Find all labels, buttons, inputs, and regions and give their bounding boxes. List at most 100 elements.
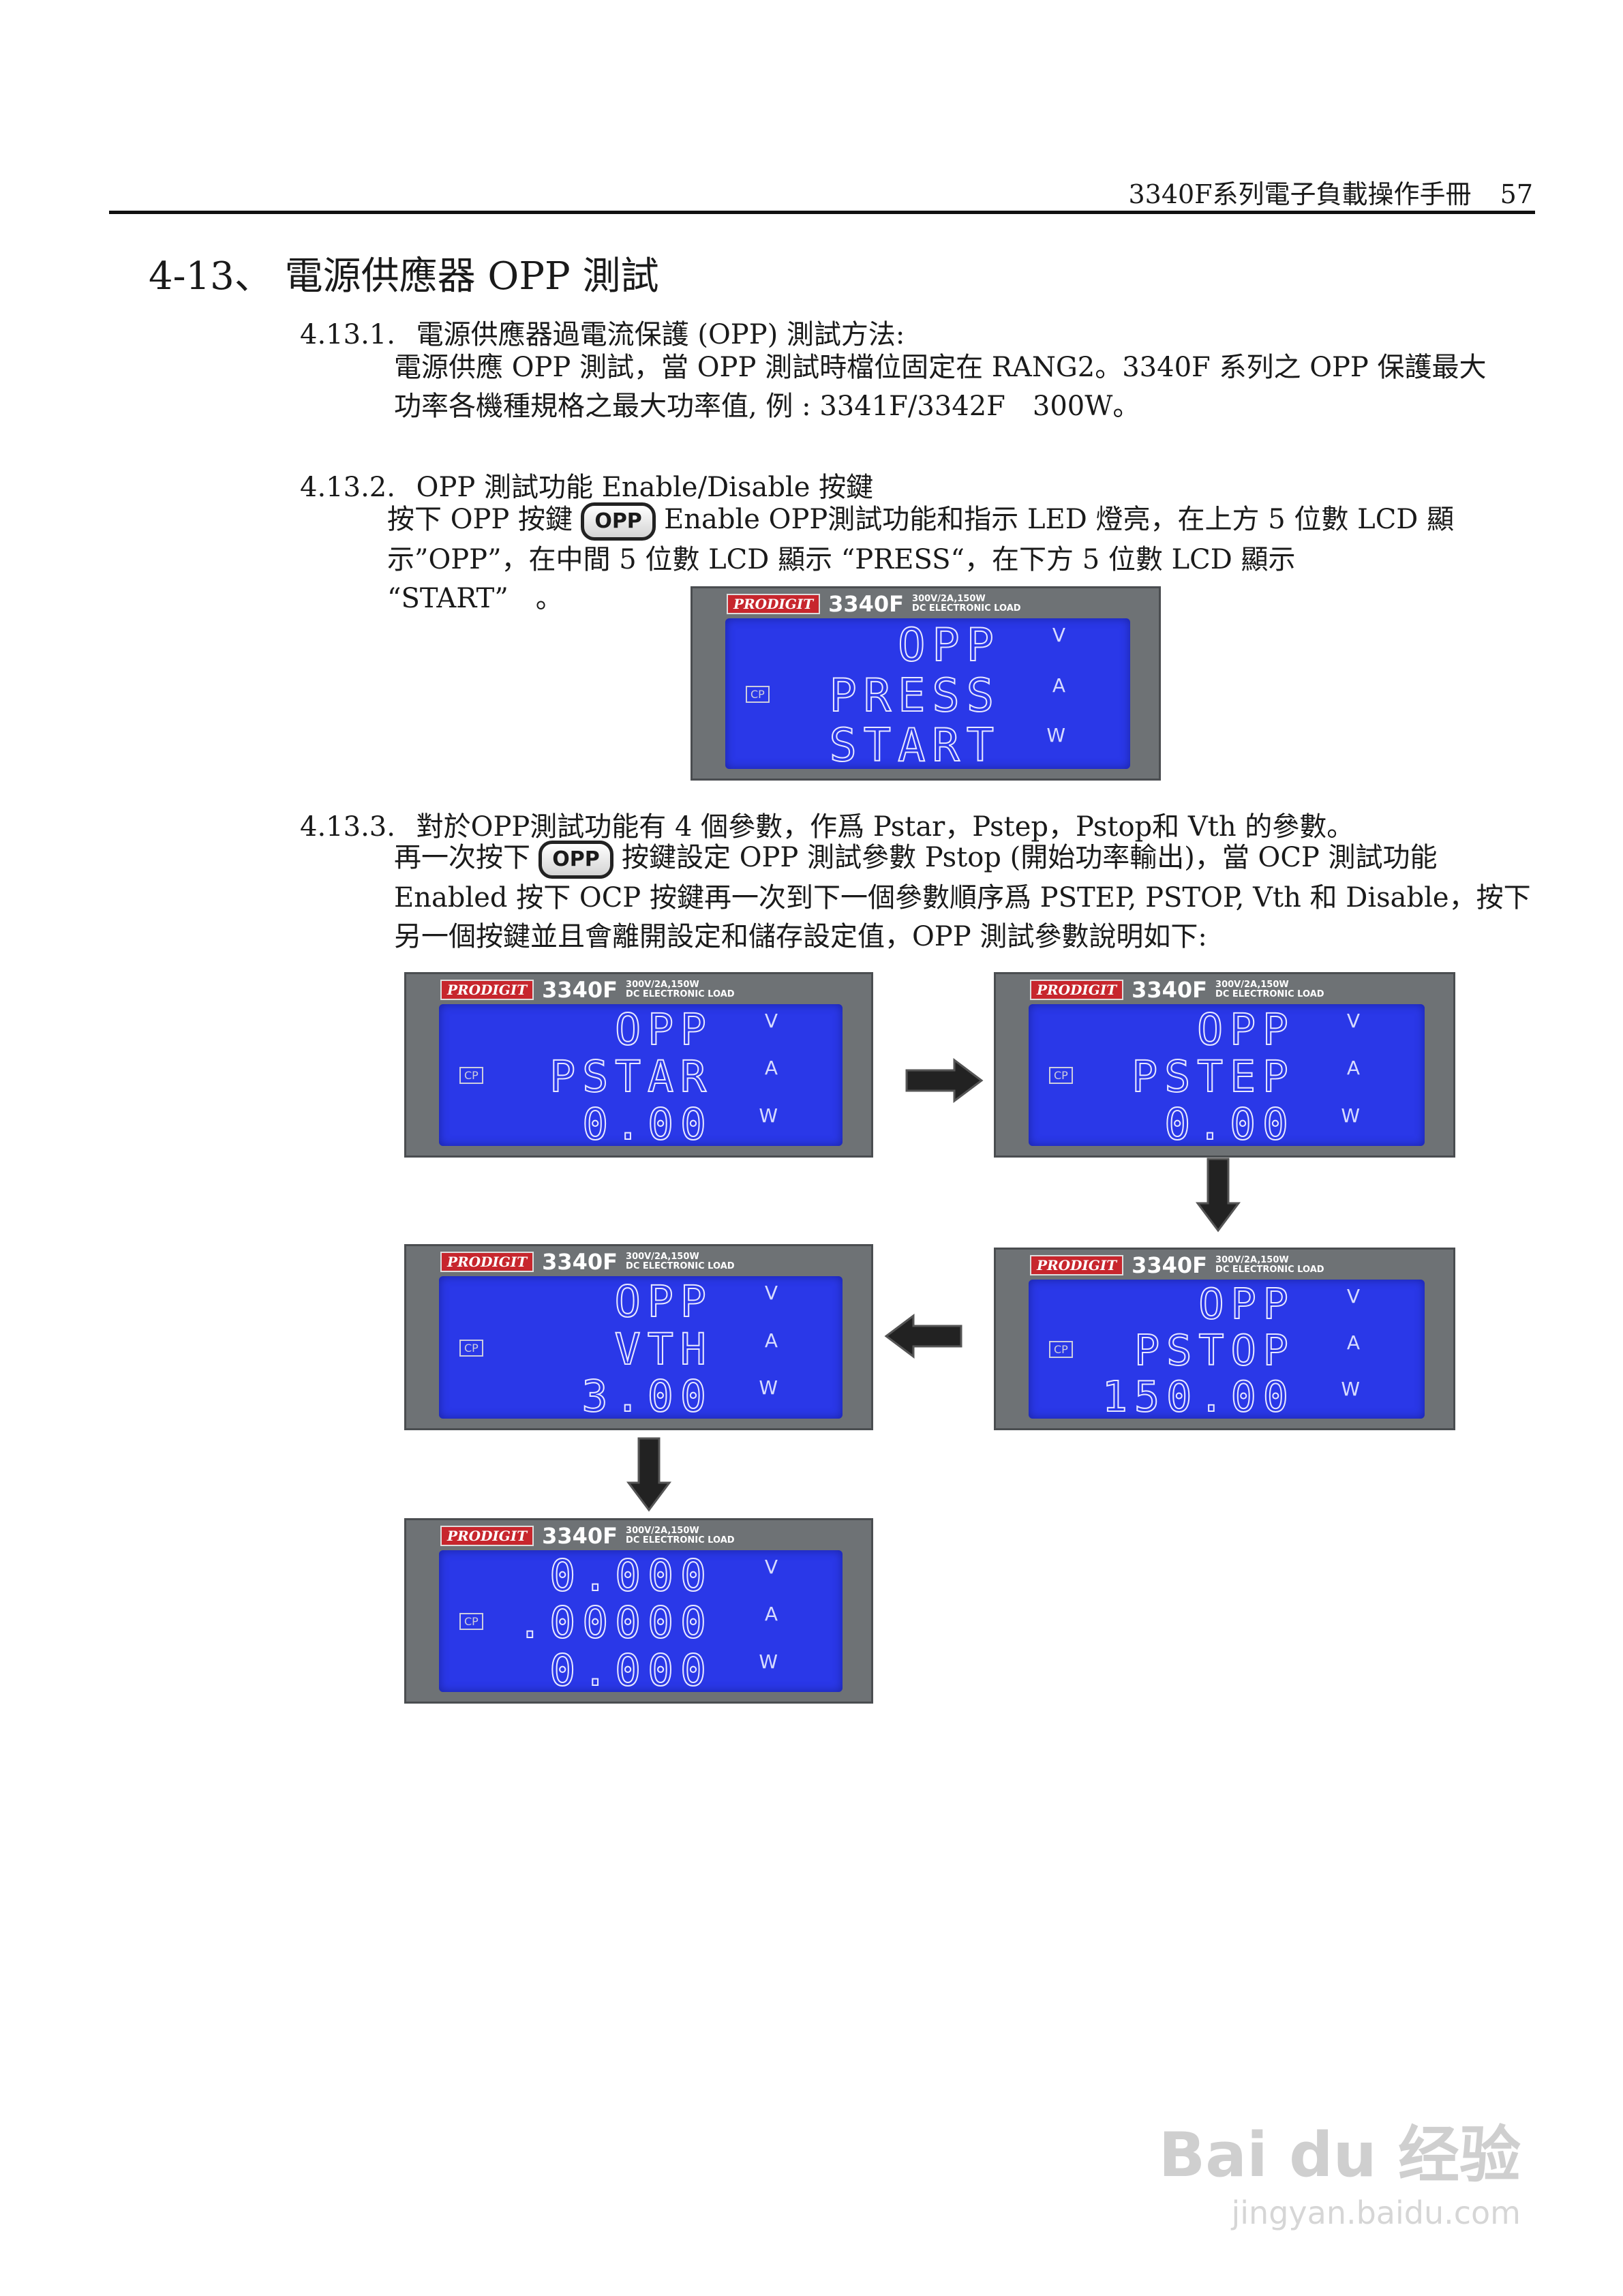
down-arrow-icon: [626, 1437, 671, 1512]
body-line: Enabled 按下 OCP 按鍵再一次到下一個參數順序爲 PSTEP, PST…: [394, 882, 1531, 913]
spec-line: DC ELECTRONIC LOAD: [912, 603, 1021, 614]
unit-v: V: [764, 1556, 778, 1578]
lcd-screen: CP OPP PSTEP 0.00 V A W: [1029, 1003, 1425, 1150]
body-line: “START” 。: [387, 583, 563, 614]
down-arrow-icon: [1196, 1158, 1241, 1233]
subsection-4-13-1-body: 電源供應 OPP 測試，當 OPP 測試時檔位固定在 RANG2。3340F 系…: [394, 348, 1534, 426]
lcd-line-middle: .00000: [516, 1597, 713, 1648]
lcd-line-middle: VTH: [614, 1323, 713, 1375]
lcd-screen: CP 0.000 .00000 0.000 V A W: [439, 1550, 843, 1696]
lcd-line-top: OPP: [1196, 1003, 1295, 1055]
spec-line: DC ELECTRONIC LOAD: [626, 1261, 735, 1271]
brand-logo: PRODIGIT: [440, 1526, 534, 1546]
spec-line: 300V/2A,150W: [626, 980, 699, 990]
model-label: 3340F: [828, 591, 905, 617]
spec-line: DC ELECTRONIC LOAD: [1215, 1265, 1324, 1275]
brand-logo: PRODIGIT: [440, 1252, 534, 1272]
cp-indicator: CP: [459, 1339, 483, 1357]
cp-indicator: CP: [1049, 1067, 1073, 1084]
unit-w: W: [1046, 724, 1065, 747]
unit-a: A: [764, 1057, 778, 1080]
cp-indicator: CP: [1049, 1341, 1073, 1358]
spec-line: 300V/2A,150W: [1215, 1255, 1289, 1265]
lcd-line-middle: PRESS: [828, 668, 1001, 723]
subsection-4-13-1-heading: 4.13.1. 電源供應器過電流保護 (OPP) 測試方法:: [300, 312, 905, 352]
running-title: 3340F系列電子負載操作手冊: [1128, 179, 1472, 209]
unit-v: V: [1346, 1285, 1360, 1308]
lcd-screen: CP OPP PSTOP 150.00 V A W: [1029, 1279, 1425, 1422]
spec-line: 300V/2A,150W: [1215, 980, 1289, 990]
watermark-logo: Bai du 经验: [1158, 2119, 1521, 2191]
model-label: 3340F: [1132, 977, 1208, 1003]
body-text: 再一次按下: [394, 842, 530, 873]
brand-logo: PRODIGIT: [1030, 1255, 1124, 1275]
sub-number: 4.13.3.: [300, 811, 395, 843]
lcd-screen: CP OPP PSTAR 0.00 V A W: [439, 1003, 843, 1150]
spec-line: DC ELECTRONIC LOAD: [626, 1535, 735, 1545]
page-number: 57: [1500, 179, 1533, 209]
unit-v: V: [1346, 1010, 1360, 1032]
sub-number: 4.13.1.: [300, 319, 395, 350]
subsection-4-13-3-heading: 4.13.3. 對於OPP測試功能有 4 個參數，作爲 Pstar，Pstep，…: [300, 804, 1354, 844]
subsection-4-13-2-heading: 4.13.2. OPP 測試功能 Enable/Disable 按鍵: [300, 465, 873, 504]
spec-line: 300V/2A,150W: [912, 594, 986, 604]
unit-v: V: [764, 1010, 778, 1032]
lcd-line-bottom: 150.00: [1102, 1372, 1295, 1422]
body-text: 按下 OPP 按鍵: [387, 504, 573, 535]
lcd-line-bottom: 0.00: [1164, 1098, 1295, 1150]
cp-indicator: CP: [746, 685, 770, 703]
lcd-screen: CP OPP PRESS START V A W: [725, 618, 1130, 772]
unit-a: A: [764, 1603, 778, 1626]
brand-logo: PRODIGIT: [727, 594, 821, 614]
opp-button-icon: OPP: [539, 841, 613, 879]
spec-line: DC ELECTRONIC LOAD: [626, 989, 735, 999]
cp-indicator: CP: [459, 1067, 483, 1084]
watermark-url: jingyan.baidu.com: [1231, 2194, 1521, 2231]
sub-title: 電源供應器過電流保護 (OPP) 測試方法:: [416, 319, 905, 350]
lcd-line-top: OPP: [897, 618, 1001, 672]
unit-v: V: [1052, 624, 1065, 646]
sub-number: 4.13.2.: [300, 472, 395, 503]
brand-logo: PRODIGIT: [1030, 980, 1124, 1000]
sub-title: OPP 測試功能 Enable/Disable 按鍵: [416, 472, 874, 503]
section-title: 4-13、 電源供應器 OPP 測試: [149, 254, 659, 299]
spec-line: DC ELECTRONIC LOAD: [1215, 989, 1324, 999]
spec-line: 300V/2A,150W: [626, 1252, 699, 1262]
body-text: 按鍵設定 OPP 測試參數 Pstop (開始功率輸出)，當 OCP 測試功能: [622, 842, 1438, 873]
unit-v: V: [764, 1282, 778, 1304]
model-label: 3340F: [542, 1249, 618, 1275]
body-line: 示”OPP”，在中間 5 位數 LCD 顯示 “PRESS“，在下方 5 位數 …: [387, 544, 1296, 575]
lcd-line-top: 0.000: [549, 1550, 713, 1601]
unit-w: W: [759, 1104, 778, 1127]
lcd-line-bottom: 0.00: [581, 1098, 713, 1150]
unit-a: A: [1346, 1057, 1360, 1080]
running-header: 3340F系列電子負載操作手冊 57: [1128, 173, 1533, 211]
lcd-line-top: OPP: [1198, 1279, 1295, 1329]
model-label: 3340F: [542, 977, 618, 1003]
opp-button-icon: OPP: [581, 502, 656, 541]
sub-title: 對於OPP測試功能有 4 個參數，作爲 Pstar，Pstep，Pstop和 V…: [416, 811, 1354, 843]
subsection-4-13-3-body: 再一次按下 OPP 按鍵設定 OPP 測試參數 Pstop (開始功率輸出)，當 O…: [394, 839, 1534, 956]
left-arrow-icon: [884, 1314, 962, 1359]
cp-indicator: CP: [459, 1613, 483, 1630]
lcd-line-top: OPP: [614, 1275, 713, 1327]
unit-a: A: [1052, 674, 1065, 697]
unit-w: W: [1341, 1104, 1360, 1127]
lcd-line-bottom: START: [828, 718, 1001, 772]
model-label: 3340F: [542, 1523, 618, 1549]
